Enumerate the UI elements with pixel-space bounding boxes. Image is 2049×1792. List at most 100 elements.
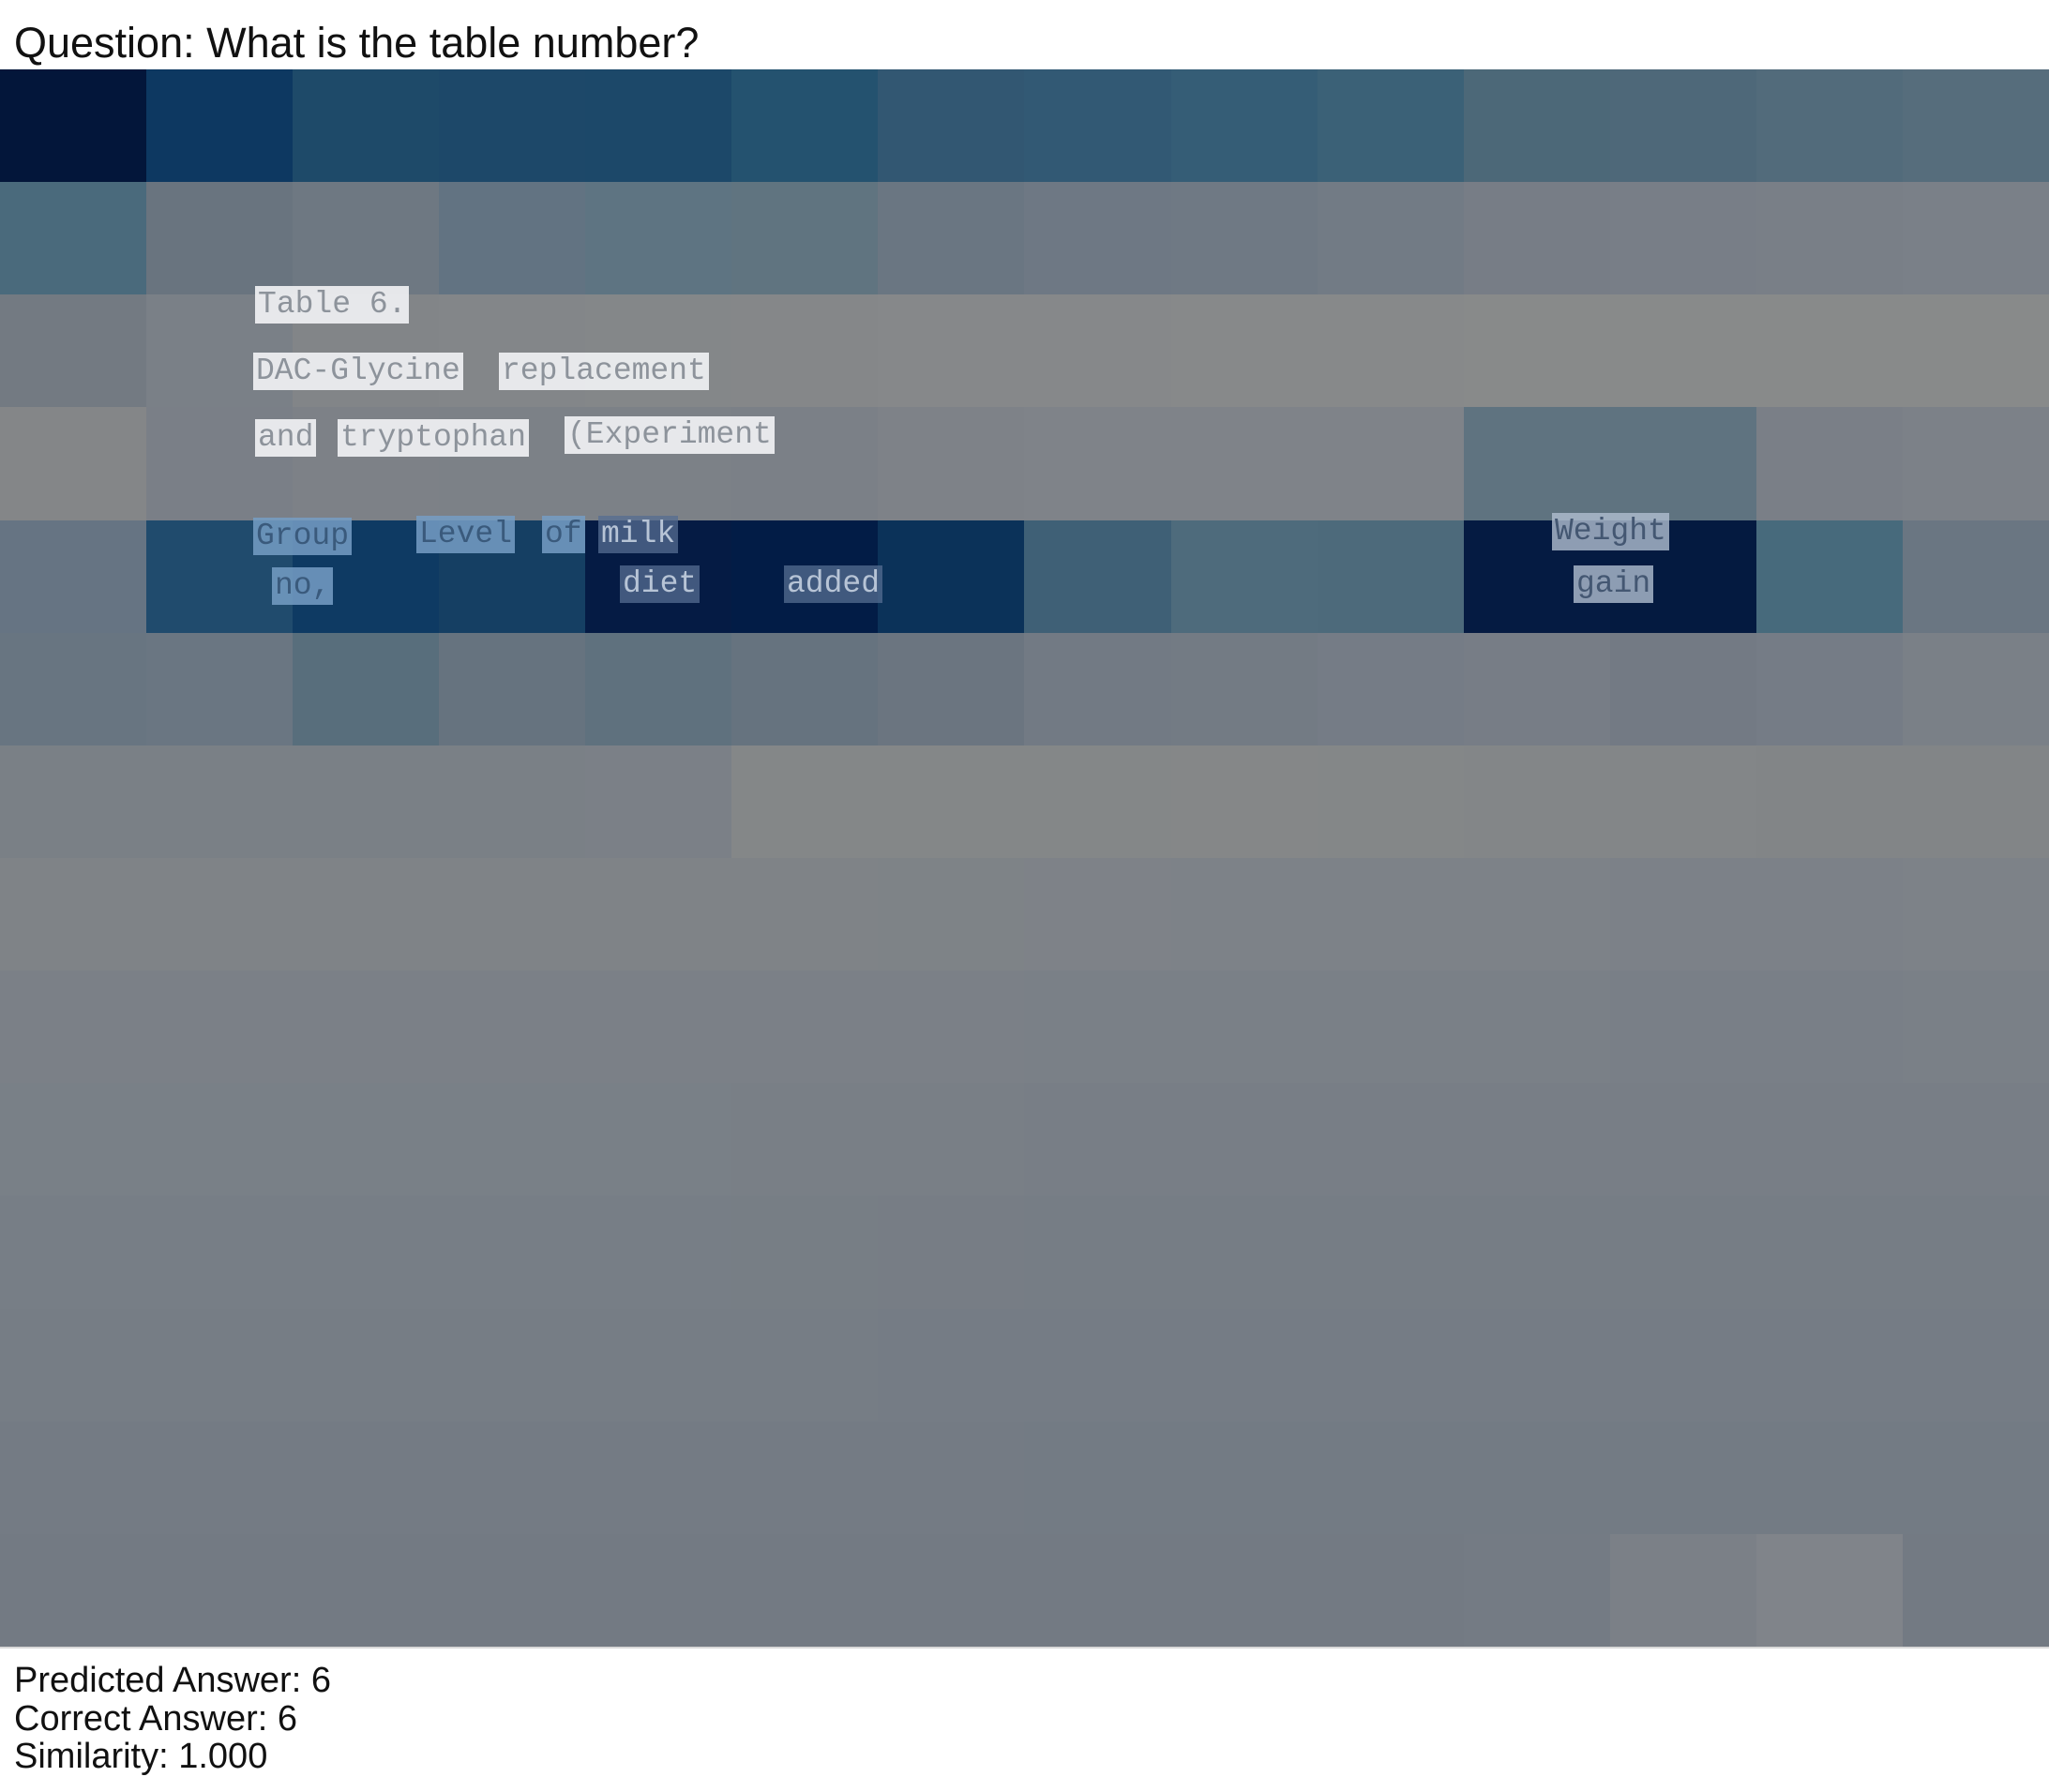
heatmap-cell [1024, 1533, 1171, 1647]
heatmap-cell [878, 858, 1025, 971]
heatmap-cell [1024, 632, 1171, 745]
heatmap-cell [146, 182, 294, 295]
heatmap-cell [1609, 632, 1756, 745]
doc-header-group: Group [253, 518, 353, 555]
heatmap-cell [439, 182, 586, 295]
heatmap-cell [1024, 294, 1171, 408]
heatmap-cell [293, 69, 440, 183]
heatmap-cell [0, 520, 147, 633]
heatmap-cell [146, 971, 294, 1084]
heatmap-cell [1463, 1421, 1610, 1534]
similarity-score: Similarity: 1.000 [14, 1737, 268, 1776]
heatmap-cell [1902, 1533, 2049, 1647]
doc-subtitle-word: and [255, 419, 317, 457]
heatmap-cell [1317, 182, 1464, 295]
heatmap-cell [0, 1308, 147, 1422]
heatmap-cell [293, 745, 440, 858]
doc-header-no: no, [272, 567, 334, 605]
heatmap-cell [731, 1421, 879, 1534]
heatmap-cell [878, 182, 1025, 295]
heatmap-cell [1609, 1308, 1756, 1422]
heatmap-cell [293, 858, 440, 971]
heatmap-cell [878, 407, 1025, 520]
heatmap-cell [1024, 745, 1171, 858]
heatmap-cell [293, 1533, 440, 1647]
heatmap-cell [0, 1196, 147, 1309]
heatmap-cell [1024, 1421, 1171, 1534]
heatmap-cell [731, 971, 879, 1084]
attention-heatmap-document [0, 69, 2049, 1647]
heatmap-cell [1317, 1196, 1464, 1309]
heatmap-cell [878, 745, 1025, 858]
heatmap-cell [293, 1308, 440, 1422]
heatmap-cell [1317, 858, 1464, 971]
heatmap-cell [1317, 407, 1464, 520]
heatmap-cell [1170, 858, 1318, 971]
heatmap-cell [585, 1533, 732, 1647]
heatmap-cell [146, 1421, 294, 1534]
heatmap-cell [1024, 1083, 1171, 1197]
heatmap-cell [1755, 294, 1903, 408]
doc-header-diet: diet [620, 565, 701, 603]
heatmap-cell [878, 1308, 1025, 1422]
heatmap-cell [1024, 520, 1171, 633]
heatmap-cell [1317, 294, 1464, 408]
heatmap-cell [1902, 745, 2049, 858]
heatmap-cell [439, 971, 586, 1084]
heatmap-cell [1902, 294, 2049, 408]
heatmap-cell [0, 407, 147, 520]
doc-subtitle-word: (Experiment [565, 416, 775, 454]
heatmap-cell [585, 69, 732, 183]
heatmap-cell [1317, 1533, 1464, 1647]
panel-bottom-rule [0, 1647, 2049, 1649]
heatmap-cell [439, 1196, 586, 1309]
heatmap-cell [439, 632, 586, 745]
heatmap-cell [1902, 632, 2049, 745]
heatmap-cell [1609, 294, 1756, 408]
heatmap-cell [1755, 1083, 1903, 1197]
heatmap-cell [1902, 971, 2049, 1084]
heatmap-cell [1609, 858, 1756, 971]
heatmap-cell [439, 69, 586, 183]
heatmap-cell [585, 745, 732, 858]
heatmap-cell [1463, 1533, 1610, 1647]
heatmap-cell [1170, 745, 1318, 858]
heatmap-cell [731, 1196, 879, 1309]
heatmap-cell [1317, 69, 1464, 183]
heatmap-cell [1463, 1196, 1610, 1309]
heatmap-cell [0, 1533, 147, 1647]
heatmap-cell [0, 632, 147, 745]
heatmap-cell [1755, 1308, 1903, 1422]
heatmap-cell [1902, 1308, 2049, 1422]
heatmap-cell [1609, 1421, 1756, 1534]
heatmap-cell [1463, 182, 1610, 295]
heatmap-cell [1609, 971, 1756, 1084]
doc-header-weight: Weight [1552, 513, 1669, 550]
heatmap-cell [731, 858, 879, 971]
heatmap-cell [1463, 632, 1610, 745]
heatmap-cell [1317, 520, 1464, 633]
heatmap-cell [585, 971, 732, 1084]
heatmap-cell [1755, 1196, 1903, 1309]
heatmap-cell [0, 69, 147, 183]
heatmap-cell [439, 1421, 586, 1534]
heatmap-cell [731, 69, 879, 183]
heatmap-cell [1755, 1533, 1903, 1647]
doc-header-milk: milk [598, 516, 679, 553]
heatmap-cell [1902, 1421, 2049, 1534]
heatmap-cell [1170, 182, 1318, 295]
heatmap-cell [1463, 971, 1610, 1084]
heatmap-cell [1902, 520, 2049, 633]
heatmap-cell [293, 1083, 440, 1197]
heatmap-cell [1024, 971, 1171, 1084]
heatmap-cell [146, 858, 294, 971]
heatmap-cell [1463, 745, 1610, 858]
correct-answer: Correct Answer: 6 [14, 1698, 297, 1739]
heatmap-cell [1609, 1533, 1756, 1647]
heatmap-cell [1609, 1083, 1756, 1197]
heatmap-cell [1755, 745, 1903, 858]
heatmap-cell [1609, 69, 1756, 183]
heatmap-cell [731, 294, 879, 408]
doc-subtitle-word: DAC-Glycine [253, 353, 463, 390]
doc-subtitle-word: tryptophan [338, 419, 530, 457]
